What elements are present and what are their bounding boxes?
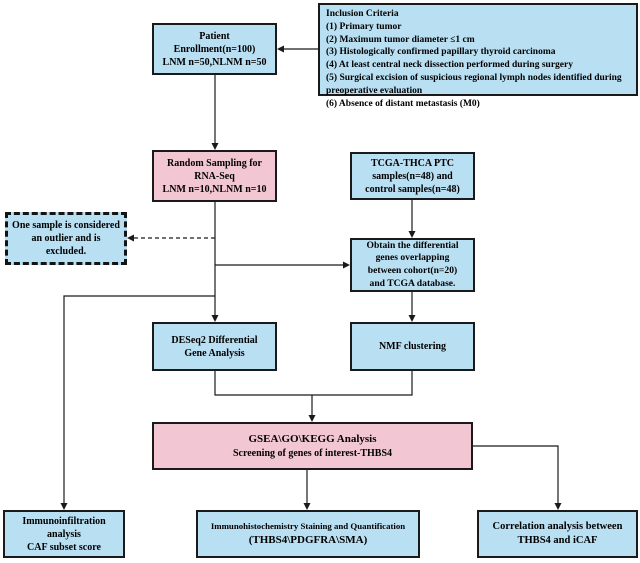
arrowhead-down [308, 415, 316, 422]
box-text-line: an outlier and is [31, 233, 101, 244]
box-text-line: genes overlapping [375, 252, 450, 264]
box-text-line: and TCGA database. [369, 277, 456, 289]
box-text-line: Immunoinfiltration [22, 515, 106, 527]
box-text-line: Patient [199, 30, 230, 42]
inclusion-criteria-item: (3) Histologically confirmed papillary t… [326, 47, 556, 58]
arrowhead-down [211, 143, 219, 150]
box-text-line: TCGA-THCA PTC [370, 157, 455, 169]
box-text-line: NMF clustering [378, 341, 447, 352]
arrowhead-down [408, 315, 416, 322]
box-text-line: THBS4 and iCAF [517, 535, 598, 546]
inclusion-criteria-box: Inclusion Criteria (1) Primary tumor (2)… [318, 3, 638, 109]
box-text-line: One sample is considered [12, 220, 120, 231]
connector-gsea-to-correlation [473, 445, 559, 506]
immunoinfiltration-box: Immunoinfiltration analysis CAF subset s… [3, 510, 125, 558]
arrowhead-down [303, 503, 311, 510]
box-text-line: Screening of genes of interest-THBS4 [232, 447, 393, 459]
box-text-line: between cohort(n=20) [367, 265, 458, 276]
tcga-samples-box: TCGA-THCA PTC samples(n=48) and control … [350, 152, 475, 200]
box-text-line: Random Sampling for [166, 157, 262, 169]
inclusion-criteria-item: (6) Absence of distant metastasis (M0) [326, 98, 480, 109]
connector-nmf-to-merge [312, 371, 413, 396]
box-text-line: Enrollment(n=100) [173, 43, 256, 55]
arrowhead-down [554, 503, 562, 510]
inclusion-criteria-item: (2) Maximum tumor diameter ≤1 cm [326, 34, 475, 45]
box-text-line: DESeq2 Differential [171, 334, 258, 346]
box-text-line: samples(n=48) and [372, 170, 453, 182]
box-text-line: analysis [47, 528, 81, 540]
nmf-clustering-box: NMF clustering [350, 322, 475, 371]
correlation-analysis-box: Correlation analysis between THBS4 and i… [477, 510, 638, 558]
box-text-line: Correlation analysis between [492, 521, 623, 533]
arrowhead-down [211, 315, 219, 322]
box-text-line: Gene Analysis [184, 347, 245, 359]
inclusion-criteria-item: (4) At least central neck dissection per… [326, 60, 573, 71]
box-text-line: LNM n=50,NLNM n=50 [162, 56, 267, 68]
arrowhead-down [60, 503, 68, 510]
box-text-line: Obtain the differential [366, 239, 459, 251]
box-text-line: excluded. [45, 246, 87, 257]
box-text-line: control samples(n=48) [365, 183, 460, 195]
patient-enrollment-box: Patient Enrollment(n=100) LNM n=50,NLNM … [152, 23, 277, 75]
inclusion-criteria-item: (1) Primary tumor [326, 21, 402, 32]
box-text-line: Immunohistochemistry Staining and Quanti… [210, 521, 406, 532]
arrowhead-down [408, 231, 416, 238]
arrowhead-left [277, 45, 284, 53]
connector-deseq2-to-merge [214, 371, 312, 396]
box-text-line: RNA-Seq [194, 170, 235, 182]
inclusion-criteria-item: (5) Surgical excision of suspicious regi… [326, 73, 622, 96]
ihc-staining-box: Immunohistochemistry Staining and Quanti… [196, 510, 420, 558]
inclusion-criteria-title: Inclusion Criteria [326, 9, 399, 19]
obtain-genes-box: Obtain the differential genes overlappin… [350, 238, 475, 292]
arrowhead-right [343, 261, 350, 269]
box-text-line: GSEA\GO\KEGG Analysis [248, 433, 377, 446]
gsea-analysis-box: GSEA\GO\KEGG Analysis Screening of genes… [152, 422, 473, 470]
deseq2-box: DESeq2 Differential Gene Analysis [152, 322, 277, 371]
outlier-note-box: One sample is considered an outlier and … [5, 212, 127, 265]
box-text-line: (THBS4\PDGFRA\SMA) [248, 533, 368, 546]
arrowhead-left [127, 234, 134, 242]
random-sampling-box: Random Sampling for RNA-Seq LNM n=10,NLN… [152, 150, 277, 202]
box-text-line: LNM n=10,NLNM n=10 [162, 183, 267, 195]
box-text-line: CAF subset score [27, 541, 101, 553]
